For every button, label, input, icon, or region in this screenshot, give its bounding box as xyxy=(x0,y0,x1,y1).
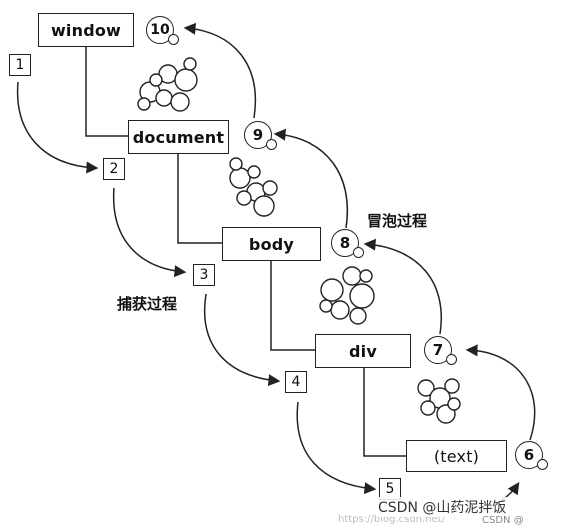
circle-tail-icon xyxy=(446,354,457,365)
bubble-step-10: 10 xyxy=(146,16,179,45)
capture-arrow-3-4 xyxy=(204,293,281,387)
bubble-arrow-8-9 xyxy=(273,128,348,229)
bubble-step-8: 8 xyxy=(331,229,364,258)
connector-window-document xyxy=(85,47,128,137)
circle-tail-icon xyxy=(537,459,548,470)
bubble-step-7-label: 7 xyxy=(432,341,444,359)
event-particle-cluster xyxy=(137,57,198,112)
capture-phase-label: 捕获过程 xyxy=(117,295,178,313)
event-particle-cluster xyxy=(417,378,461,424)
bubble-step-9-label: 9 xyxy=(252,126,264,144)
node-window: window xyxy=(38,13,134,47)
bubble-arrow-6-7 xyxy=(465,344,536,441)
connector-body-div xyxy=(270,261,315,351)
node-document: document xyxy=(128,120,229,154)
capture-arrow-4-5 xyxy=(296,401,377,495)
capture-arrow-2-3 xyxy=(112,187,187,278)
bubble-arrow-9-10 xyxy=(183,22,256,119)
watermark-secondary: CSDN @ xyxy=(482,515,524,526)
bubble-step-6: 6 xyxy=(515,441,548,470)
capture-step-2: 2 xyxy=(103,158,125,180)
node-body: body xyxy=(222,227,321,261)
capture-step-1: 1 xyxy=(9,54,31,76)
circle-tail-icon xyxy=(168,34,179,45)
capture-step-4: 4 xyxy=(285,371,307,393)
event-particle-cluster xyxy=(319,266,375,325)
bubble-step-10-label: 10 xyxy=(150,22,170,38)
connector-document-body xyxy=(177,154,222,244)
bubble-arrow-7-8 xyxy=(363,238,442,335)
bubble-step-8-label: 8 xyxy=(339,234,351,252)
watermark: CSDN @山药泥拌饭 xyxy=(376,497,509,517)
bubble-phase-label: 冒泡过程 xyxy=(367,212,428,230)
connector-div-text xyxy=(363,368,406,457)
bubble-step-7: 7 xyxy=(424,336,457,365)
event-particle-cluster xyxy=(229,157,278,217)
capture-step-3: 3 xyxy=(193,264,215,286)
watermark-url: https://blog.csdn.net/ xyxy=(338,514,445,525)
circle-tail-icon xyxy=(353,247,364,258)
node-div: div xyxy=(315,334,411,368)
bubble-step-6-label: 6 xyxy=(523,446,535,464)
bubble-step-9: 9 xyxy=(244,121,277,150)
circle-tail-icon xyxy=(266,139,277,150)
node-text: (text) xyxy=(406,440,507,472)
capture-arrow-1-2 xyxy=(16,81,99,174)
